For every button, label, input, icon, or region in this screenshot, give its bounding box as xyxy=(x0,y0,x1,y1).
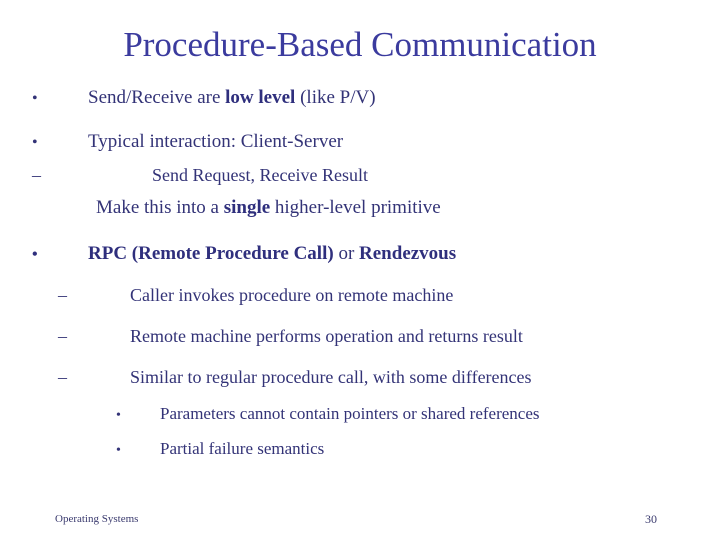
bullet-glyph-icon: • xyxy=(32,246,38,263)
sub-bullet-item-similar-to-regular: – Similar to regular procedure call, with… xyxy=(0,366,720,389)
bullet-glyph-icon: • xyxy=(32,90,38,107)
page-title: Procedure-Based Communication xyxy=(123,25,597,64)
bullet-glyph-icon: • xyxy=(116,443,121,458)
sub-bullet-text: Caller invokes procedure on remote machi… xyxy=(130,285,454,305)
continuation-text-bold: single xyxy=(223,197,271,218)
bullet-glyph-icon: • xyxy=(32,134,38,151)
bullet-text: Typical interaction: Client-Server xyxy=(88,131,344,152)
sub-bullet-text: Similar to regular procedure call, with … xyxy=(130,367,532,387)
continuation-text-pre: Make this into a xyxy=(96,197,224,218)
sub-sub-bullet-text: Parameters cannot contain pointers or sh… xyxy=(160,404,540,423)
sub-bullet-item-caller-invokes: – Caller invokes procedure on remote mach… xyxy=(0,284,720,307)
sub-bullet-text: Send Request, Receive Result xyxy=(152,165,368,185)
sub-bullet-item-remote-machine: – Remote machine performs operation and r… xyxy=(0,325,720,348)
bullet-text-bold-rpc: RPC (Remote Procedure Call) xyxy=(88,243,334,264)
bullet-text-post: (like P/V) xyxy=(295,87,376,108)
sub-bullet-text: Remote machine performs operation and re… xyxy=(130,326,523,346)
bullet-glyph-icon: • xyxy=(116,408,121,423)
continuation-text-post: higher-level primitive xyxy=(270,197,441,218)
dash-glyph-icon: – xyxy=(32,165,41,185)
bullet-item-send-receive: • Send/Receive are low level (like P/V) xyxy=(0,86,720,111)
bullet-item-rpc: • RPC (Remote Procedure Call) or Rendezvo… xyxy=(0,242,720,267)
bullet-text-pre: Send/Receive are xyxy=(88,87,226,108)
footer-page-number: 30 xyxy=(645,512,657,526)
sub-sub-bullet-item-parameters: • Parameters cannot contain pointers or s… xyxy=(0,403,720,427)
bullet-text-bold-rendezvous: Rendezvous xyxy=(359,243,457,264)
dash-glyph-icon: – xyxy=(58,326,67,346)
bullet-text-bold: low level xyxy=(225,87,296,108)
slide-body: • Send/Receive are low level (like P/V) •… xyxy=(0,86,720,473)
bullet-item-typical-interaction: • Typical interaction: Client-Server xyxy=(0,130,720,155)
sub-sub-bullet-text: Partial failure semantics xyxy=(160,439,325,458)
sub-bullet-item-send-request: – Send Request, Receive Result xyxy=(0,164,720,187)
footer-course-label: Operating Systems xyxy=(55,513,139,525)
bullet-text-mid: or xyxy=(333,243,360,264)
sub-sub-bullet-item-partial-failure: • Partial failure semantics xyxy=(0,438,720,462)
continuation-line-make-this-into: Make this into a single higher-level pri… xyxy=(0,196,720,220)
dash-glyph-icon: – xyxy=(58,285,67,305)
dash-glyph-icon: – xyxy=(58,367,67,387)
